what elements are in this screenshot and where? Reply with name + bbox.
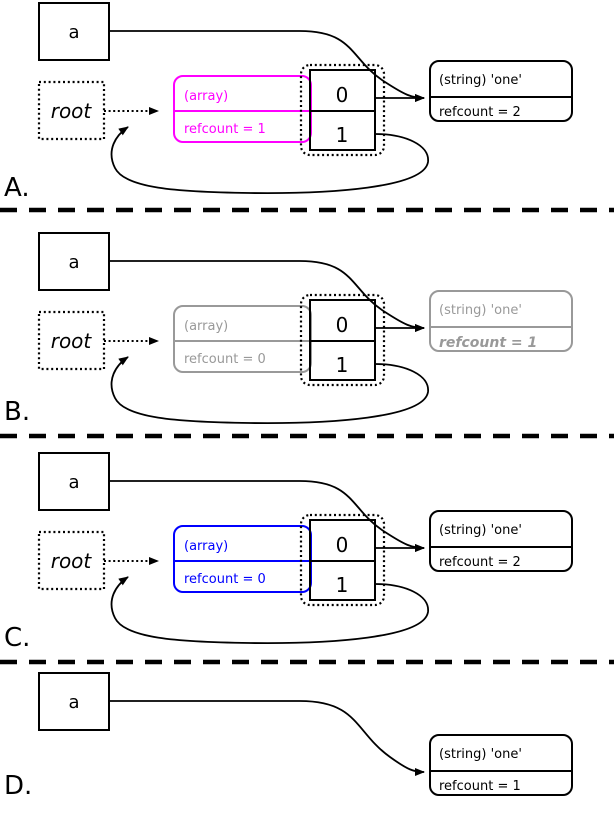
array-refcount-label: refcount = 0 bbox=[184, 352, 266, 367]
array-cell-index: 1 bbox=[336, 353, 349, 377]
panel-a: a root (array) refcount = 1 0 1 (string)… bbox=[4, 2, 573, 203]
string-refcount-label: refcount = 1 bbox=[439, 779, 521, 794]
edge-cell1-loop-c bbox=[110, 576, 429, 645]
panel-label-b: B. bbox=[4, 397, 30, 427]
panel-label-a: A. bbox=[4, 173, 30, 203]
array-cell-index: 0 bbox=[336, 313, 349, 337]
array-type-label: (array) bbox=[184, 89, 228, 104]
root-label: root bbox=[51, 329, 93, 353]
string-type-label: (string) 'one' bbox=[439, 523, 522, 538]
array-object-panel-a: (array) refcount = 1 bbox=[173, 75, 312, 143]
root-label: root bbox=[51, 549, 93, 573]
edge-a-to-string-d bbox=[109, 700, 425, 776]
panel-label-d: D. bbox=[4, 771, 32, 801]
array-type-label: (array) bbox=[184, 539, 228, 554]
edge-a-to-string-a bbox=[109, 30, 425, 102]
root-box-panel-a: root bbox=[37, 80, 106, 141]
panel-b: a root (array) refcount = 0 0 1 (string)… bbox=[4, 232, 573, 427]
string-object-panel-b: (string) 'one' refcount = 1 bbox=[429, 290, 573, 352]
variable-box-a-panel-d: a bbox=[38, 672, 110, 731]
variable-label: a bbox=[68, 252, 79, 273]
array-cell-index: 1 bbox=[336, 123, 349, 147]
root-box-panel-c: root bbox=[37, 530, 106, 591]
string-object-panel-a: (string) 'one' refcount = 2 bbox=[429, 60, 573, 122]
variable-box-a-panel-c: a bbox=[38, 452, 110, 511]
edge-cell1-loop-b bbox=[110, 356, 429, 425]
variable-label: a bbox=[68, 472, 79, 493]
string-type-label: (string) 'one' bbox=[439, 73, 522, 88]
array-object-panel-c: (array) refcount = 0 bbox=[173, 525, 312, 593]
array-object-panel-b: (array) refcount = 0 bbox=[173, 305, 312, 373]
root-label: root bbox=[51, 99, 93, 123]
string-object-panel-c: (string) 'one' refcount = 2 bbox=[429, 510, 573, 572]
variable-label: a bbox=[68, 22, 79, 43]
string-object-panel-d: (string) 'one' refcount = 1 bbox=[429, 734, 573, 796]
array-cell-index: 1 bbox=[336, 573, 349, 597]
array-cell-index: 0 bbox=[336, 83, 349, 107]
variable-box-a-panel-b: a bbox=[38, 232, 110, 291]
edge-cell1-loop-a bbox=[110, 126, 429, 195]
array-type-label: (array) bbox=[184, 319, 228, 334]
array-refcount-label: refcount = 0 bbox=[184, 572, 266, 587]
array-cells-panel-a: 0 1 bbox=[299, 63, 386, 157]
panel-c: a root (array) refcount = 0 0 1 (string)… bbox=[4, 452, 573, 653]
variable-label: a bbox=[68, 692, 79, 713]
root-box-panel-b: root bbox=[37, 310, 106, 371]
array-refcount-label: refcount = 1 bbox=[184, 122, 266, 137]
array-cell-index: 0 bbox=[336, 533, 349, 557]
panel-d: a (string) 'one' refcount = 1 D. bbox=[4, 672, 573, 801]
string-refcount-label: refcount = 1 bbox=[439, 335, 537, 351]
string-type-label: (string) 'one' bbox=[439, 303, 522, 318]
variable-box-a-panel-a: a bbox=[38, 2, 110, 61]
panel-label-c: C. bbox=[4, 623, 30, 653]
edge-a-to-string-c bbox=[109, 480, 425, 552]
array-cells-panel-c: 0 1 bbox=[299, 513, 386, 607]
string-refcount-label: refcount = 2 bbox=[439, 555, 521, 570]
edge-a-to-string-b bbox=[109, 260, 425, 332]
string-refcount-label: refcount = 2 bbox=[439, 105, 521, 120]
array-cells-panel-b: 0 1 bbox=[299, 293, 386, 387]
string-type-label: (string) 'one' bbox=[439, 747, 522, 762]
